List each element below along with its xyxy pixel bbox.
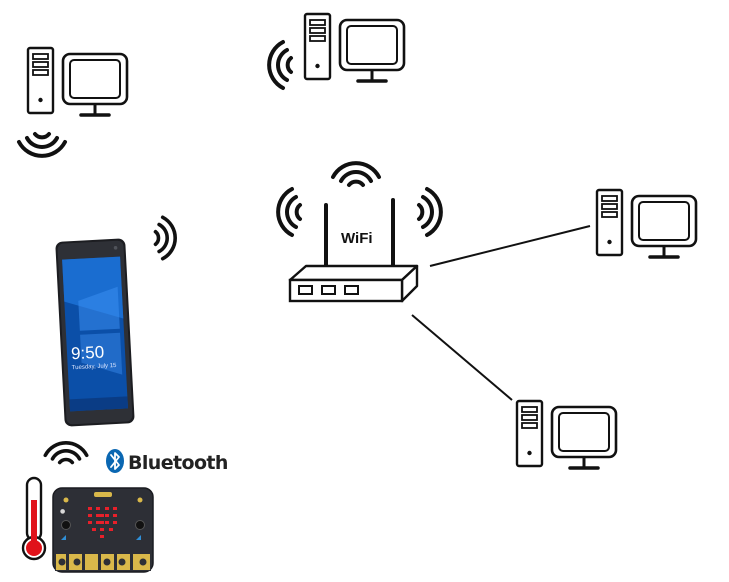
wifi-signal-icon [417,187,443,237]
wifi-signal-icon [331,161,381,187]
bluetooth-label: Bluetooth [128,452,228,474]
smartphone-icon: 9:50 Tuesday, July 15 [55,238,135,427]
router-label: WiFi [341,230,373,247]
wifi-signal-icon [17,132,67,158]
desktop-computer-icon [26,46,129,117]
desktop-computer-icon [595,188,698,259]
wifi-signal-icon [276,187,302,237]
thermometer-icon [21,476,47,561]
wifi-signal-icon [153,215,177,261]
phone-lock-time: 9:50 [71,343,105,364]
wireless-router-icon: WiFi [288,198,419,303]
microbit-board-icon: ● [52,487,154,573]
network-link-bottom-right [411,314,513,401]
desktop-computer-icon [303,12,406,83]
bluetooth-icon [106,449,124,473]
network-link-top-right [429,225,591,267]
microbit-led-matrix [88,507,117,538]
wifi-signal-icon [267,40,293,90]
wifi-signal-icon [43,441,89,465]
svg-text:●: ● [60,508,65,515]
phone-lock-date: Tuesday, July 15 [72,363,118,371]
desktop-computer-icon [515,399,618,470]
